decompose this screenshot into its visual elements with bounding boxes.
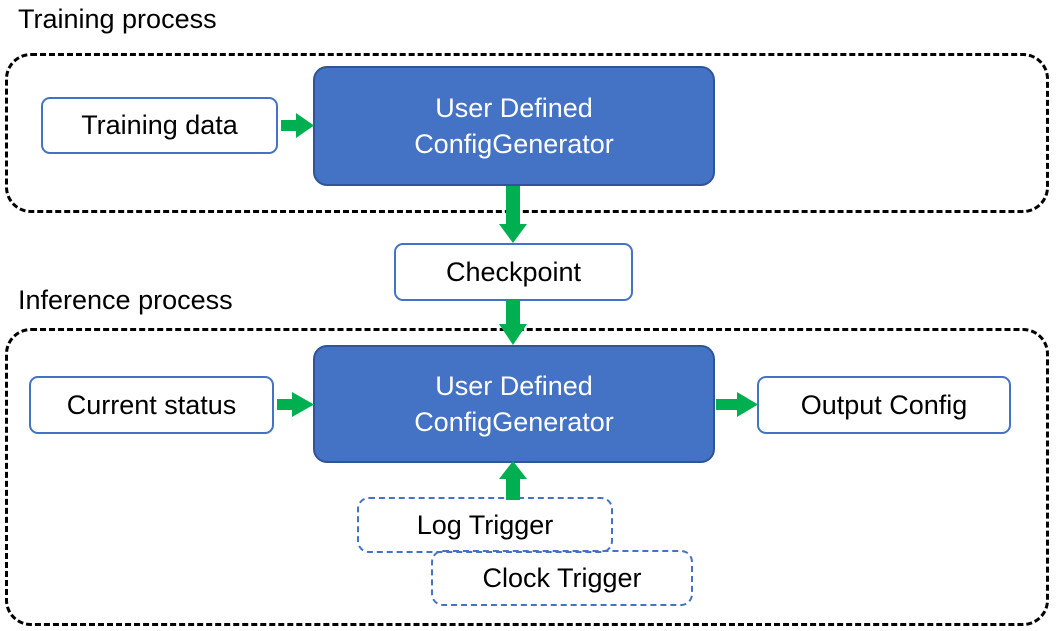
inference-config-generator-line1: User Defined: [435, 371, 593, 401]
training-process-container: [5, 53, 1049, 213]
output-config-label: Output Config: [800, 389, 968, 420]
training-config-generator-line1: User Defined: [435, 93, 593, 123]
inference-process-container: [5, 328, 1049, 626]
output-config-box[interactable]: Output Config: [757, 376, 1011, 434]
training-config-generator-line2: ConfigGenerator: [414, 129, 614, 159]
current-status-label: Current status: [66, 389, 237, 420]
training-config-generator-box[interactable]: User Defined ConfigGenerator: [313, 66, 715, 186]
clock-trigger-box[interactable]: Clock Trigger: [431, 550, 693, 606]
current-status-box[interactable]: Current status: [29, 376, 274, 434]
checkpoint-box[interactable]: Checkpoint: [394, 243, 633, 301]
training-data-label: Training data: [81, 110, 238, 140]
log-trigger-box[interactable]: Log Trigger: [357, 497, 613, 553]
checkpoint-label: Checkpoint: [445, 256, 582, 287]
training-data-box[interactable]: Training data: [41, 97, 278, 154]
clock-trigger-label: Clock Trigger: [482, 562, 642, 593]
inference-config-generator-line2: ConfigGenerator: [414, 407, 614, 437]
inference-process-title: Inference process: [18, 285, 233, 315]
log-trigger-label: Log Trigger: [416, 509, 554, 540]
training-process-title: Training process: [18, 4, 217, 34]
inference-config-generator-box[interactable]: User Defined ConfigGenerator: [313, 345, 715, 463]
